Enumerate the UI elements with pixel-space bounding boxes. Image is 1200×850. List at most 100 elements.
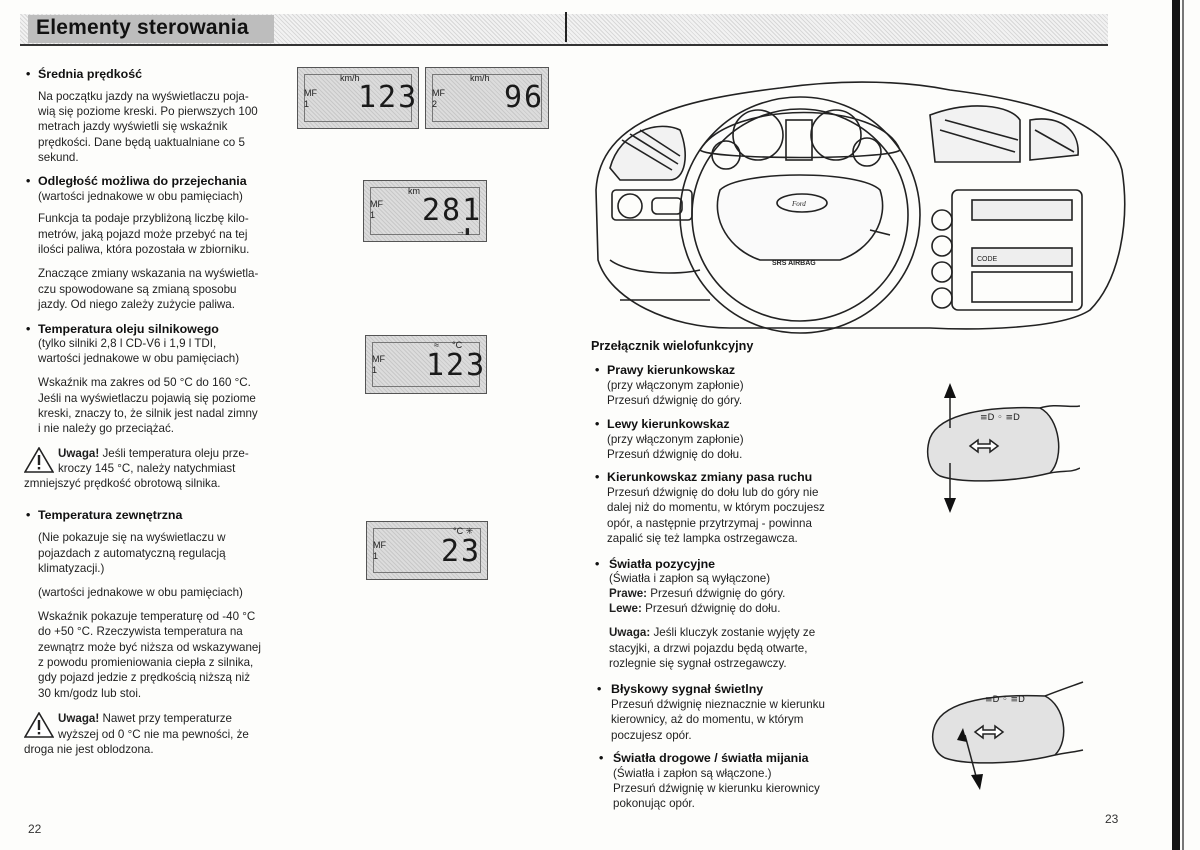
body-line: gdy pojazd jedzie z prędkością niższą ni… <box>38 671 251 684</box>
page-edge-line <box>1182 0 1184 850</box>
body-line: opór, a następnie przytrzymaj - powinna <box>607 517 812 530</box>
body-line: prędkości. Dane będą uaktualniane co 5 <box>38 136 245 149</box>
lcd-mem-index: 2 <box>432 99 438 109</box>
warning-line: wyższej od 0 °C nie ma pewności, że <box>58 728 249 741</box>
header-title-box <box>28 15 274 43</box>
body-line: (wartości jednakowe w obu pamięciach) <box>38 586 243 599</box>
fuel-pump-icon: →▮ <box>456 226 470 236</box>
body-line: Przesuń dźwignię do dołu lub do góry nie <box>607 486 819 499</box>
page-divider <box>565 12 567 42</box>
lcd-value: 281 <box>422 193 483 228</box>
bullet: • <box>595 417 600 431</box>
header-rule <box>20 44 1108 46</box>
warning-line: zmniejszyć prędkość obrotową silnika. <box>24 477 221 490</box>
svg-text:≡D ◦ ≡D: ≡D ◦ ≡D <box>985 695 1025 705</box>
body-line: klimatyzacji.) <box>38 562 105 575</box>
body-line: Funkcja ta podaje przybliżoną liczbę kil… <box>38 212 249 225</box>
lcd-oil-temperature: ≈ °C MF 1 123 <box>365 335 487 394</box>
lcd-value: 123 <box>358 80 419 115</box>
body-line: pokonując opór. <box>613 797 695 810</box>
body-line: Jeśli na wyświetlaczu pojawią się poziom… <box>38 392 256 405</box>
lcd-mem: MF <box>370 199 383 209</box>
bullet: • <box>597 682 602 696</box>
body-line: 30 km/godz lub stoi. <box>38 687 142 700</box>
warning-label: Uwaga! <box>58 712 100 725</box>
warning-label: Uwaga! <box>58 447 100 460</box>
section-heading: Temperatura oleju silnikowego <box>38 322 219 336</box>
lcd-mem: MF <box>373 540 386 550</box>
lcd-mem-index: 1 <box>304 99 310 109</box>
bullet: • <box>26 322 31 336</box>
bullet: • <box>26 174 31 188</box>
body-line: kreski, znaczy to, że silnik jest nadal … <box>38 407 258 420</box>
item-heading: Światła pozycyjne <box>609 557 716 571</box>
body-line: jazdy. Od niego zależy zużycie paliwa. <box>38 298 235 311</box>
item-heading: Kierunkowskaz zmiany pasa ruchu <box>607 470 813 484</box>
body-line: metrach jazdy wyświetli się wskaźnik <box>38 120 228 133</box>
dashboard-illustration: SRS AIRBAG Ford CODE <box>590 60 1130 338</box>
item-heading: Światła drogowe / światła mijania <box>613 751 809 765</box>
body-line: sekund. <box>38 151 79 164</box>
lcd-range: km MF 1 281 →▮ <box>363 180 487 242</box>
text-left: Przesuń dźwignię do dołu. <box>641 602 781 615</box>
stalk-illustration-turn-signals: ≡D ◦ ≡D <box>920 378 1081 518</box>
item-heading: Prawy kierunkowskaz <box>607 363 736 377</box>
lcd-mem-index: 1 <box>373 551 379 561</box>
item-heading: Błyskowy sygnał świetlny <box>611 682 764 696</box>
body-line: Lewe: Przesuń dźwignię do dołu. <box>609 601 780 617</box>
lcd-unit: °C ✳ <box>453 526 474 536</box>
lcd-mem-index: 1 <box>370 210 376 220</box>
section-heading: Temperatura zewnętrzna <box>38 508 183 522</box>
body-line: poczujesz opór. <box>611 729 692 742</box>
item-heading: Lewy kierunkowskaz <box>607 417 730 431</box>
warning-triangle-icon <box>23 711 55 743</box>
lcd-average-speed-1: km/h MF 1 123 <box>297 67 419 129</box>
lcd-value: 96 <box>504 80 545 115</box>
lcd-value: 23 <box>441 534 482 569</box>
lcd-unit: km/h <box>470 73 490 83</box>
section-subtitle: (wartości jednakowe w obu pamięciach) <box>38 190 243 203</box>
body-line: metrów, jaką pojazd może przebyć na tej <box>38 228 248 241</box>
note-line: rozlegnie się sygnał ostrzegawczy. <box>609 657 787 670</box>
page-number: 23 <box>1105 812 1119 826</box>
body-line: z powodu promieniowania ciepła z silnika… <box>38 656 254 669</box>
body-line: Przesuń dźwignię do góry. <box>607 394 743 407</box>
body-line: wią się poziome kreski. Po pierwszych 10… <box>38 105 258 118</box>
section-subtitle: wartości jednakowe w obu pamięciach) <box>38 352 240 365</box>
body-line: do +50 °C. Rzeczywista temperatura na <box>38 625 243 638</box>
right-section-title: Przełącznik wielofunkcyjny <box>591 339 754 353</box>
text-right: Przesuń dźwignię do góry. <box>647 587 786 600</box>
radio-code-label: CODE <box>977 256 998 263</box>
body-line: Prawe: Przesuń dźwignię do góry. <box>609 586 785 602</box>
lcd-unit: km/h <box>340 73 360 83</box>
warning-line: droga nie jest oblodzona. <box>24 743 154 756</box>
lcd-unit: km <box>408 186 420 196</box>
body-line: ilości paliwa, która pozostała w zbiorni… <box>38 243 250 256</box>
airbag-label: SRS AIRBAG <box>772 260 816 267</box>
note-text: Jeśli kluczyk zostanie wyjęty ze <box>650 626 816 639</box>
bullet: • <box>595 363 600 377</box>
lcd-value: 123 <box>426 348 487 383</box>
warning-line: kroczy 145 °C, należy natychmiast <box>58 462 236 475</box>
body-line: Przesuń dźwignię w kierunku kierownicy <box>613 782 820 795</box>
body-line: (Światła i zapłon są wyłączone) <box>609 572 771 585</box>
bullet: • <box>26 67 31 81</box>
warning-line: Uwaga! Nawet przy temperaturze <box>58 711 232 727</box>
body-line: Na początku jazdy na wyświetlaczu poja- <box>38 90 249 103</box>
body-line: zapalić się też lampka ostrzegawcza. <box>607 532 798 545</box>
section-subtitle: (tylko silniki 2,8 l CD-V6 i 1,9 l TDI, <box>38 337 217 350</box>
body-line: pojazdach z automatyczną regulacją <box>38 547 226 560</box>
page-edge-shadow <box>1172 0 1180 850</box>
body-line: Wskaźnik ma zakres od 50 °C do 160 °C. <box>38 376 251 389</box>
oil-can-icon: ≈ <box>434 340 439 350</box>
bullet: • <box>26 508 31 522</box>
bullet: • <box>595 557 600 571</box>
body-line: (przy włączonym zapłonie) <box>607 379 744 392</box>
section-heading: Odległość możliwa do przejechania <box>38 174 247 188</box>
warning-text: Nawet przy temperaturze <box>99 712 232 725</box>
lcd-average-speed-2: km/h MF 2 96 <box>425 67 549 129</box>
lcd-mem: MF <box>372 354 385 364</box>
warning-text: Jeśli temperatura oleju prze- <box>99 447 249 460</box>
note-line: Uwaga: Jeśli kluczyk zostanie wyjęty ze <box>609 625 815 641</box>
label-left: Lewe: <box>609 602 642 615</box>
